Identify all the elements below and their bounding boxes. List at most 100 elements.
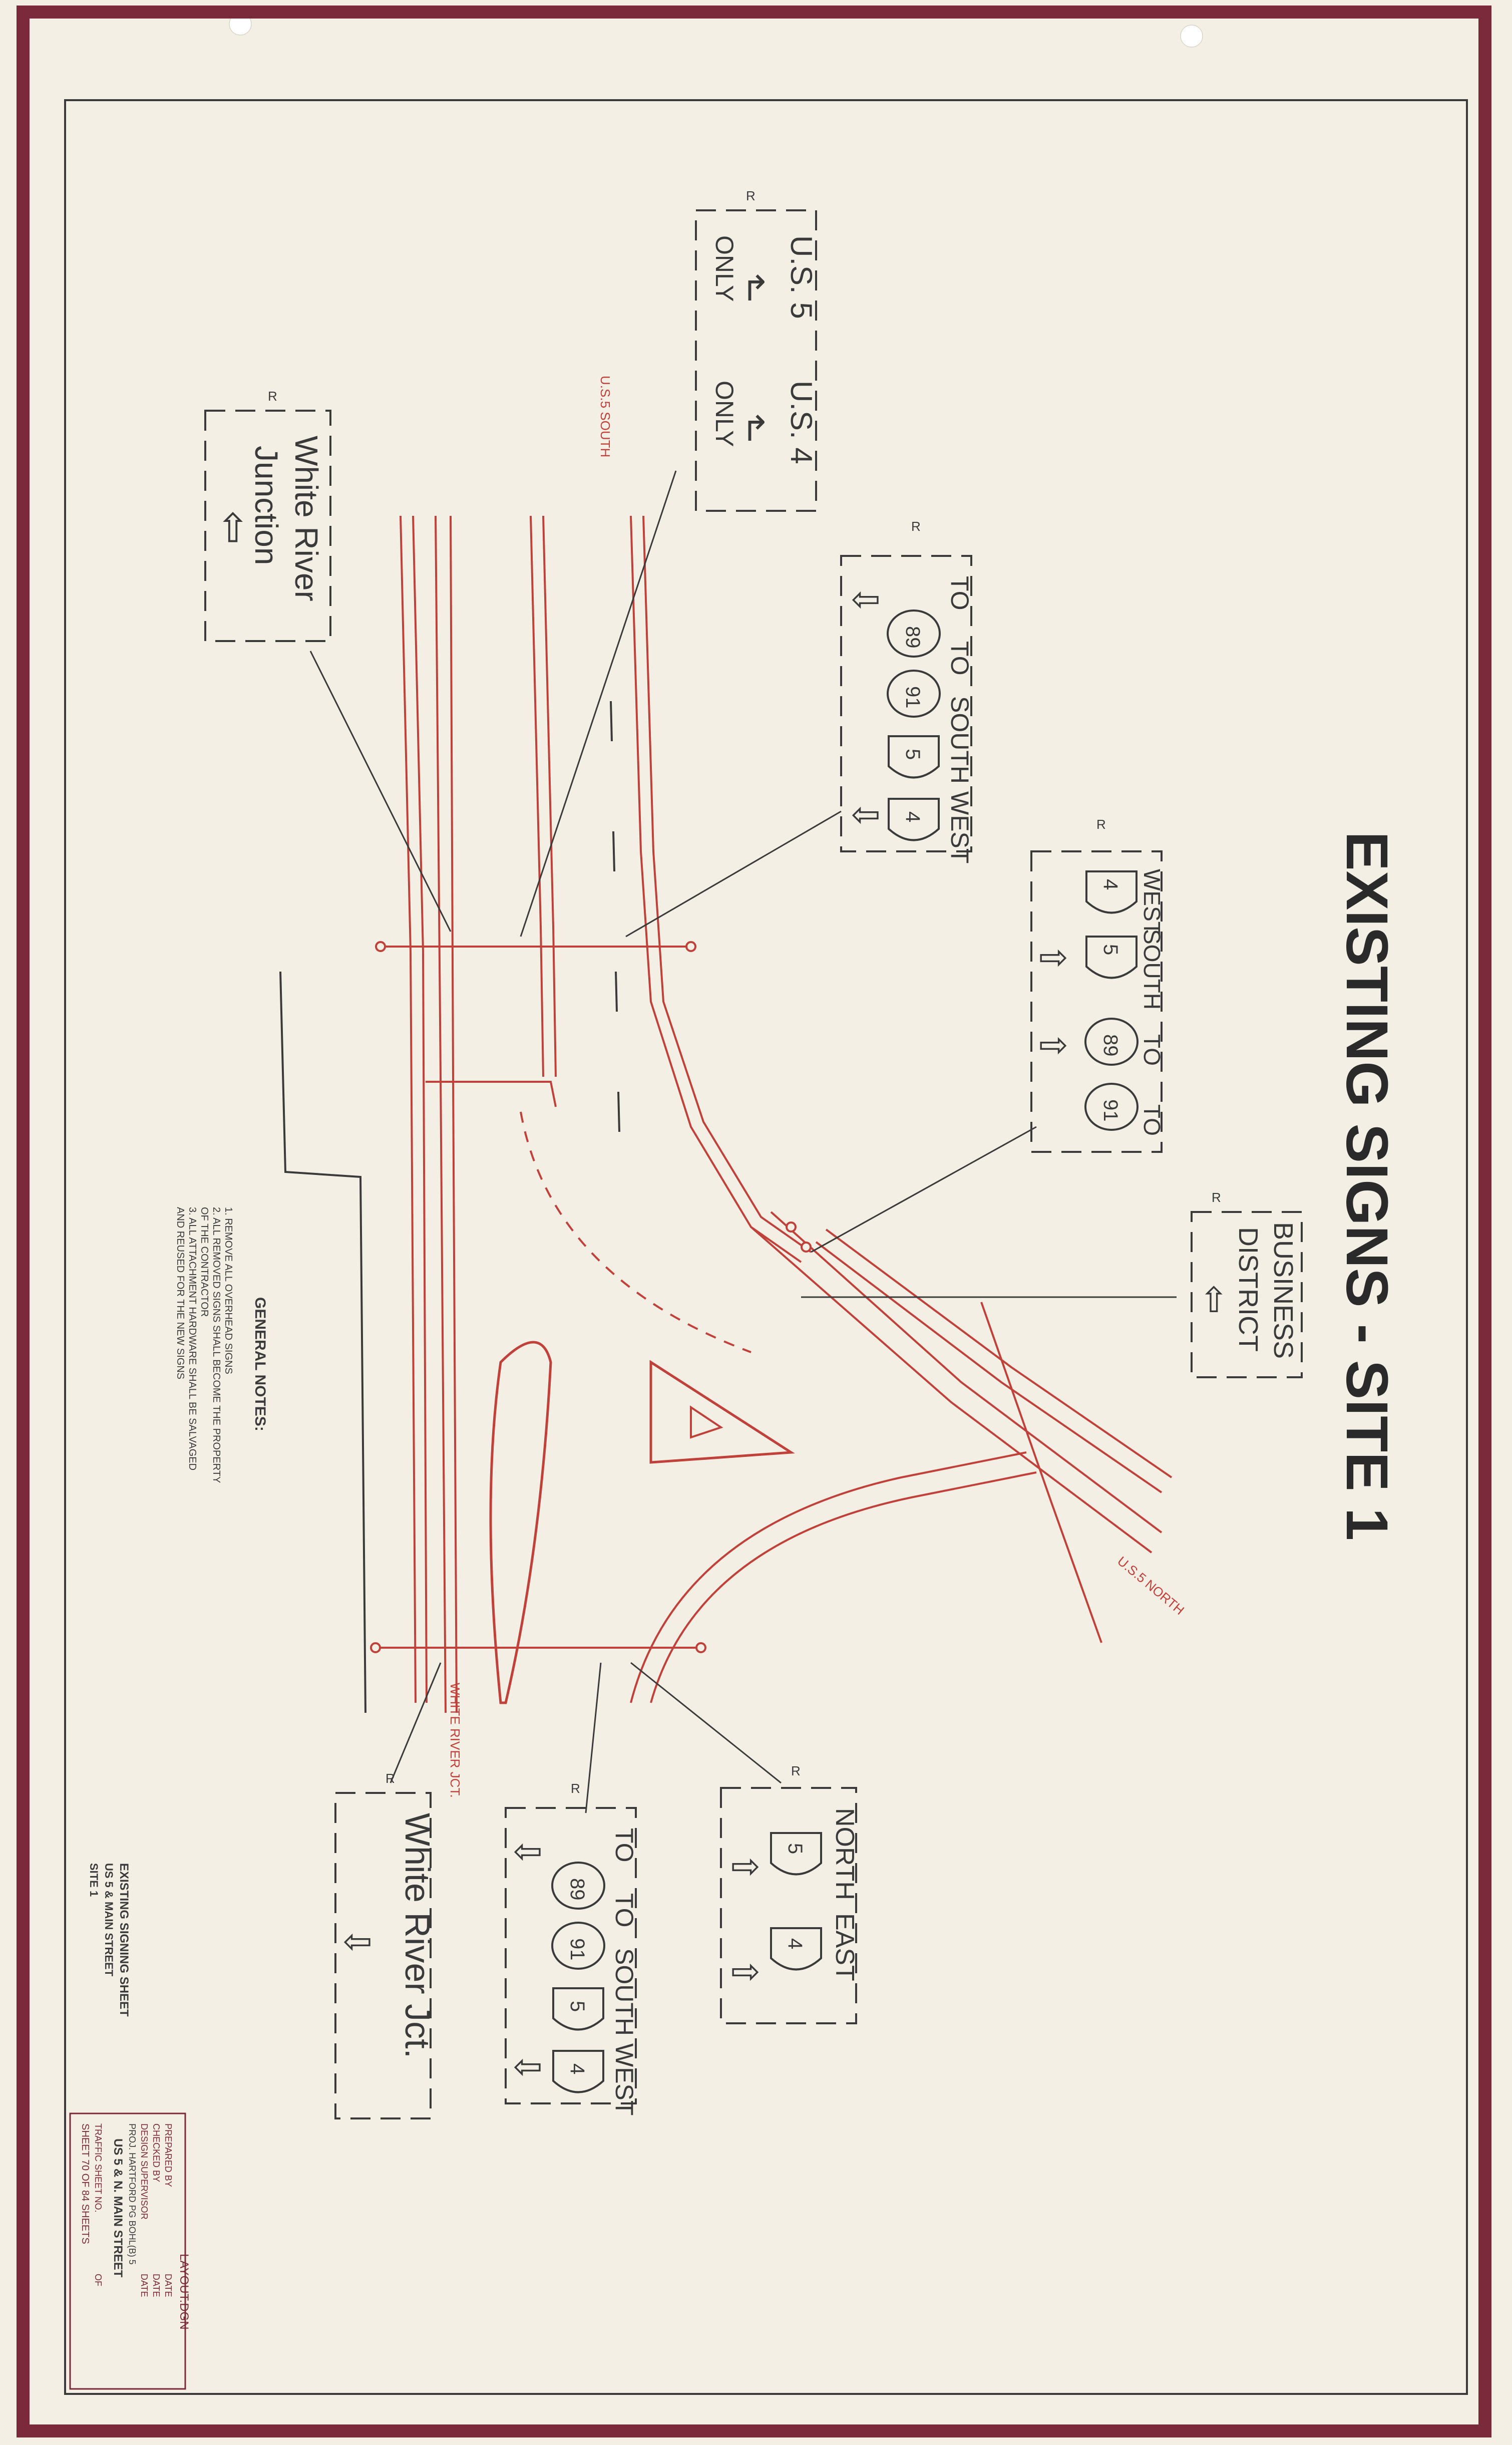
road-edge-1 bbox=[400, 515, 417, 1703]
us-shield-4-icon bbox=[770, 1927, 822, 1971]
sign-to-routes-upper: TO TO SOUTH WEST 89 91 5 4 ⇦ ⇦ R bbox=[840, 519, 974, 863]
title-block: LAYOUT.DGN PREPARED BY DATE CHECKED BY D… bbox=[69, 2112, 191, 2390]
lower-shield-91: 91 bbox=[566, 1938, 588, 1961]
dashed-turn-path bbox=[520, 1111, 751, 1353]
us-shield-4-icon bbox=[1085, 870, 1138, 914]
lane-sign-right-only: ONLY bbox=[710, 381, 738, 447]
arrow-right-icon: ⇨ bbox=[731, 1847, 761, 1886]
lane-sign-left-only: ONLY bbox=[710, 235, 738, 301]
us5-north-edge-2 bbox=[770, 1211, 1163, 1534]
road-edge-2 bbox=[412, 515, 428, 1703]
junction-upper-marker: R bbox=[268, 389, 277, 404]
upper-shield-89: 89 bbox=[902, 626, 924, 649]
lane-sign-marker: R bbox=[746, 188, 755, 203]
arrow-left-icon: ⇦ bbox=[212, 511, 256, 544]
us5-north-edge-4 bbox=[825, 1229, 1173, 1478]
junction-lower-line1: White River Jct. bbox=[398, 1813, 437, 2058]
tb-of: OF bbox=[93, 2274, 103, 2286]
us5-north-edge-1 bbox=[750, 1226, 1153, 1554]
ws-shield-5: 5 bbox=[1099, 944, 1121, 955]
route-shield-89-icon bbox=[551, 1862, 605, 1910]
sign-junction-upper: White River Junction ⇦ R bbox=[204, 389, 331, 642]
tb-checked: CHECKED BY bbox=[151, 2123, 161, 2182]
arrow-right-icon: ⇨ bbox=[731, 1952, 761, 1991]
tb-date3: DATE bbox=[139, 2274, 149, 2297]
sign-business-district: BUSINESS DISTRICT ⇧ R bbox=[1191, 1190, 1303, 1378]
arrow-right-icon: ⇨ bbox=[1039, 938, 1068, 977]
tb-prepared: PREPARED BY bbox=[163, 2123, 173, 2187]
sign-west-south: WEST SOUTH TO TO 4 5 89 91 ⇨ ⇨ R bbox=[1030, 817, 1165, 1153]
to-routes-lower-marker: R bbox=[571, 1781, 580, 1796]
island-inner bbox=[690, 1405, 723, 1439]
business-line1: BUSINESS bbox=[1268, 1222, 1298, 1359]
traffic-island-teardrop bbox=[489, 1341, 552, 1704]
upper-shield-5: 5 bbox=[902, 749, 924, 760]
lower-south-label: SOUTH bbox=[610, 1948, 638, 2036]
arrow-left-icon: ⇦ bbox=[343, 1922, 372, 1961]
road-edge-3 bbox=[435, 515, 447, 1713]
route-shield-91-icon bbox=[1084, 1083, 1139, 1131]
west-south-marker: R bbox=[1096, 817, 1106, 832]
business-marker: R bbox=[1212, 1190, 1221, 1205]
lane-dashes bbox=[279, 701, 620, 1713]
curved-arrow-icon: ↱ bbox=[741, 409, 771, 448]
sheet-label-line1: EXISTING SIGNING SHEET bbox=[117, 1863, 131, 2017]
tb-date1: DATE bbox=[163, 2274, 173, 2297]
upper-shield-4: 4 bbox=[902, 811, 924, 822]
arrow-left-icon: ⇦ bbox=[851, 795, 881, 834]
sheet-label: EXISTING SIGNING SHEET US 5 & MAIN STREE… bbox=[88, 1863, 131, 2017]
note-item-4: 3. ALL ATTACHMENT HARDWARE SHALL BE SALV… bbox=[187, 1207, 198, 1470]
us-shield-5-icon bbox=[552, 1987, 604, 2031]
traffic-island-triangle bbox=[649, 1360, 795, 1464]
tb-traffic: TRAFFIC SHEET NO. bbox=[93, 2123, 103, 2213]
us5-north-edge-3 bbox=[815, 1241, 1163, 1493]
route-shield-89-icon bbox=[1084, 1018, 1139, 1066]
upper-west-label: WEST bbox=[946, 791, 974, 863]
ne-shield-5: 5 bbox=[784, 1843, 806, 1854]
route-shield-91-icon bbox=[551, 1922, 605, 1970]
upper-to-label-2: TO bbox=[946, 641, 974, 676]
note-item-5: AND REUSED FOR THE NEW SIGNS bbox=[175, 1207, 186, 1379]
upper-shield-91: 91 bbox=[902, 686, 924, 709]
notes-heading: GENERAL NOTES: bbox=[252, 1297, 268, 1431]
ne-east-label: EAST bbox=[830, 1913, 859, 1981]
ws-south-label: SOUTH bbox=[1139, 929, 1165, 1010]
route-shield-89-icon bbox=[887, 609, 941, 658]
ws-shield-89: 89 bbox=[1099, 1034, 1121, 1057]
sheet-label-line2: US 5 & MAIN STREET bbox=[103, 1863, 115, 1977]
tb-location: US 5 & N. MAIN STREET bbox=[111, 2138, 125, 2278]
arrow-left-icon: ⇦ bbox=[513, 2047, 543, 2086]
road-curve-east-2 bbox=[642, 515, 812, 1253]
ws-west-label: WEST bbox=[1139, 869, 1165, 936]
road-edge-5 bbox=[530, 515, 544, 1077]
arrow-left-icon: ⇦ bbox=[513, 1831, 543, 1871]
ws-to-label-1: TO bbox=[1139, 1034, 1165, 1066]
junction-lower-marker: R bbox=[386, 1771, 395, 1786]
arrow-right-icon: ⇨ bbox=[1039, 1025, 1068, 1064]
ws-shield-4: 4 bbox=[1099, 879, 1121, 890]
road-linework bbox=[375, 515, 1173, 1713]
side-street bbox=[426, 1081, 557, 1107]
note-item-1: 1. REMOVE ALL OVERHEAD SIGNS bbox=[223, 1207, 234, 1374]
business-line2: DISTRICT bbox=[1233, 1227, 1263, 1352]
inner-border bbox=[64, 99, 1468, 2395]
arrow-up-icon: ⇧ bbox=[1199, 1281, 1229, 1320]
lower-west-label: WEST bbox=[610, 2043, 638, 2115]
tb-project: PROJ. HARTFORD PG BOHL(B) 5 bbox=[127, 2123, 137, 2265]
tb-date2: DATE bbox=[151, 2274, 161, 2297]
lower-curve-1 bbox=[630, 1451, 1027, 1703]
leader-lines bbox=[309, 470, 1177, 1813]
lower-to-label-1: TO bbox=[610, 1828, 638, 1863]
lower-shield-4: 4 bbox=[566, 2063, 588, 2074]
us-shield-4-icon bbox=[552, 2050, 604, 2093]
lane-sign-right-route: U.S. 4 bbox=[785, 381, 818, 464]
sign-north-east: NORTH EAST 5 4 ⇨ ⇨ R bbox=[720, 1763, 859, 2024]
us-shield-5-icon bbox=[888, 735, 940, 779]
label-us5-south: U.S.5 SOUTH bbox=[598, 376, 613, 457]
punch-hole-right bbox=[1180, 25, 1203, 48]
ne-shield-4: 4 bbox=[784, 1938, 806, 1949]
note-item-3: OF THE CONTRACTOR bbox=[199, 1207, 210, 1317]
